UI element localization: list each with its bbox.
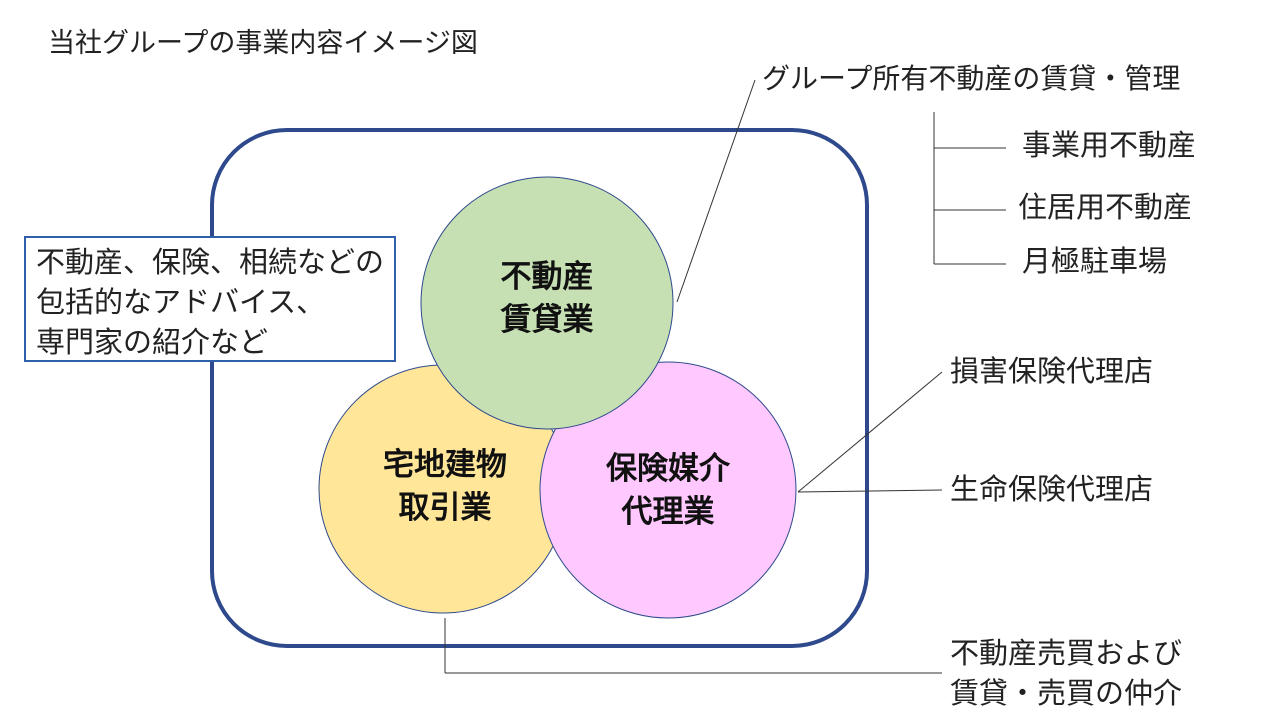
rental-item-business: 事業用不動産: [1022, 128, 1197, 162]
rental-circle: [420, 176, 674, 430]
rental-leader-line: [676, 79, 756, 303]
advice-line-1: 不動産、保険、相続などの: [36, 245, 385, 279]
insurance-circle: [539, 361, 797, 619]
rental-label-line-2: 賃貸業: [500, 302, 594, 338]
advice-line-2: 包括的なアドバイス、: [36, 285, 326, 319]
rental-item-residential: 住居用不動産: [1018, 190, 1193, 224]
rental-item-parking: 月極駐車場: [1022, 244, 1168, 278]
rental-callout-heading: グループ所有不動産の賃貸・管理: [762, 62, 1181, 95]
brokerage-callout-line-1: 不動産売買および: [950, 636, 1183, 670]
advice-box: 不動産、保険、相続などの 包括的なアドバイス、 専門家の紹介など: [24, 236, 396, 362]
insurance-leader-line-1: [797, 371, 943, 493]
brokerage-circle-label: 宅地建物 取引業: [355, 444, 535, 530]
insurance-circle-label: 保険媒介 代理業: [578, 448, 758, 534]
rental-label-line-1: 不動産: [500, 259, 594, 295]
brokerage-label-line-2: 取引業: [398, 490, 492, 526]
business-frame: [210, 128, 869, 648]
insurance-item-nonlife: 損害保険代理店: [950, 354, 1154, 388]
rental-circle-label: 不動産 賃貸業: [457, 256, 637, 342]
diagram-title: 当社グループの事業内容イメージ図: [48, 28, 478, 59]
insurance-leader-line-2: [797, 489, 943, 493]
brokerage-label-line-1: 宅地建物: [383, 447, 507, 483]
insurance-item-life: 生命保険代理店: [950, 472, 1154, 506]
insurance-label-line-2: 代理業: [621, 494, 715, 530]
insurance-label-line-1: 保険媒介: [606, 451, 730, 487]
advice-line-3: 専門家の紹介など: [36, 325, 269, 359]
brokerage-callout-line-2: 賃貸・売買の仲介: [950, 676, 1183, 710]
